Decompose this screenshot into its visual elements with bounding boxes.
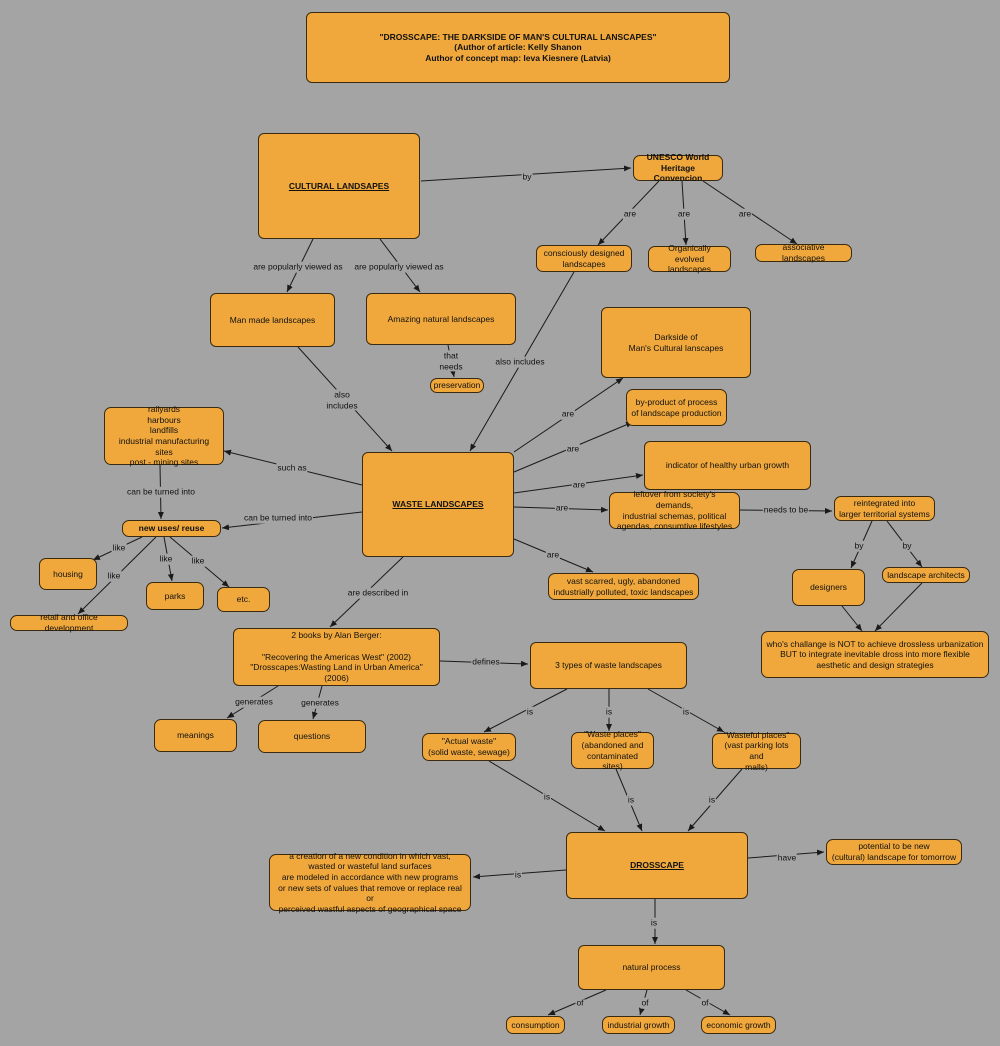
link-label-by: by <box>901 540 913 552</box>
node-reintegrated[interactable]: reintegrated into larger territorial sys… <box>834 496 935 521</box>
link-label-of: of <box>575 997 585 1009</box>
link-label-are: are <box>622 208 638 220</box>
node-drosscape[interactable]: DROSSCAPE <box>566 832 748 899</box>
link-label-also-includes: also includes <box>325 389 359 411</box>
link-label-are: are <box>676 208 692 220</box>
link-label-of: of <box>700 997 710 1009</box>
link-label-have: have <box>776 852 798 864</box>
node-questions[interactable]: questions <box>258 720 366 753</box>
node-amazing-natural[interactable]: Amazing natural landscapes <box>366 293 516 345</box>
link-label-are: are <box>571 479 587 491</box>
link-label-is: is <box>707 794 717 806</box>
link-label-defines: defines <box>471 656 501 668</box>
node-darkside[interactable]: Darkside of Man's Cultural lanscapes <box>601 307 751 378</box>
node-actual-waste[interactable]: "Actual waste" (solid waste, sewage) <box>422 733 516 761</box>
node-potential[interactable]: potential to be new (cultural) landscape… <box>826 839 962 865</box>
link-label-generates: generates <box>300 697 340 709</box>
link-label-like: like <box>106 570 122 582</box>
node-vast-scarred[interactable]: vast scarred, ugly, abandoned industrial… <box>548 573 699 600</box>
link-label-needs-to-be: needs to be <box>762 504 810 516</box>
link-label-also-includes: also includes <box>494 356 546 368</box>
node-creation[interactable]: a creation of a new condition in which v… <box>269 851 471 914</box>
node-waste-places[interactable]: "Waste places" (abandoned and contaminat… <box>571 729 654 771</box>
link-label-is: is <box>626 794 636 806</box>
link-label-like: like <box>190 555 206 567</box>
map-title: "DROSSCAPE: THE DARKSIDE OF MAN'S CULTUR… <box>306 12 730 83</box>
link-label-generates: generates <box>234 696 274 708</box>
link-label-viewed-as: are popularly viewed as <box>353 261 445 273</box>
link-label-like: like <box>158 553 174 565</box>
link-label-is: is <box>525 706 535 718</box>
node-industrial-sites[interactable]: railyards harbours landfills industrial … <box>104 404 224 467</box>
link-label-like: like <box>111 542 127 554</box>
node-retail[interactable]: retail and office development <box>10 612 128 633</box>
node-byproduct[interactable]: by-product of process of landscape produ… <box>626 389 727 426</box>
node-books[interactable]: 2 books by Alan Berger: "Recovering the … <box>233 628 440 686</box>
link-label-are: are <box>737 208 753 220</box>
node-man-made[interactable]: Man made landscapes <box>210 293 335 347</box>
link-label-is: is <box>604 706 614 718</box>
link-label-is: is <box>513 869 523 881</box>
node-waste-landscapes[interactable]: WASTE LANDSCAPES <box>362 452 514 557</box>
node-industrial-growth[interactable]: industrial growth <box>602 1016 675 1034</box>
node-etc[interactable]: etc. <box>217 587 270 612</box>
node-three-types[interactable]: 3 types of waste landscapes <box>530 642 687 689</box>
link-label-are: are <box>545 549 561 561</box>
link-label-that-needs: that needs <box>438 350 464 372</box>
link-label-of: of <box>640 997 650 1009</box>
link-label-are: are <box>560 408 576 420</box>
link-label-are: are <box>554 502 570 514</box>
link-label-described-in: are described in <box>346 587 410 599</box>
node-designers[interactable]: designers <box>792 569 865 606</box>
link-label-is: is <box>681 706 691 718</box>
node-organically-evolved[interactable]: Organically evolved landscapes <box>648 243 731 274</box>
node-indicator[interactable]: indicator of healthy urban growth <box>644 441 811 490</box>
node-consciously-designed[interactable]: consciously designed landscapes <box>536 245 632 272</box>
node-consumption[interactable]: consumption <box>506 1016 565 1034</box>
link-label-is: is <box>649 917 659 929</box>
node-challenge[interactable]: who's challange is NOT to achieve drossl… <box>761 631 989 678</box>
node-cultural-landscapes[interactable]: CULTURAL LANDSAPES <box>258 133 420 239</box>
link-label-by: by <box>521 171 533 183</box>
link-label-turned-into: can be turned into <box>242 512 314 524</box>
node-wasteful-places[interactable]: "Wasteful places" (vast parking lots and… <box>712 730 801 772</box>
node-new-uses[interactable]: new uses/ reuse <box>122 520 221 537</box>
link-label-is: is <box>542 791 552 803</box>
link-label-viewed-as: are popularly viewed as <box>252 261 344 273</box>
node-preservation[interactable]: preservation <box>430 378 484 393</box>
node-leftover[interactable]: leftover from society's demands, industr… <box>609 489 740 531</box>
node-natural-process[interactable]: natural process <box>578 945 725 990</box>
link-label-by: by <box>853 540 865 552</box>
node-unesco[interactable]: UNESCO World Heritage Convencion <box>633 152 723 183</box>
node-housing[interactable]: housing <box>39 558 97 590</box>
node-parks[interactable]: parks <box>146 582 204 610</box>
node-landscape-architects[interactable]: landscape architects <box>882 567 970 583</box>
node-economic-growth[interactable]: economic growth <box>701 1016 776 1034</box>
link-label-turned-into: can be turned into <box>125 486 197 498</box>
node-meanings[interactable]: meanings <box>154 719 237 752</box>
link-label-are: are <box>565 443 581 455</box>
node-associative[interactable]: associative landscapes <box>755 242 852 263</box>
link-label-such-as: such as <box>276 462 308 474</box>
